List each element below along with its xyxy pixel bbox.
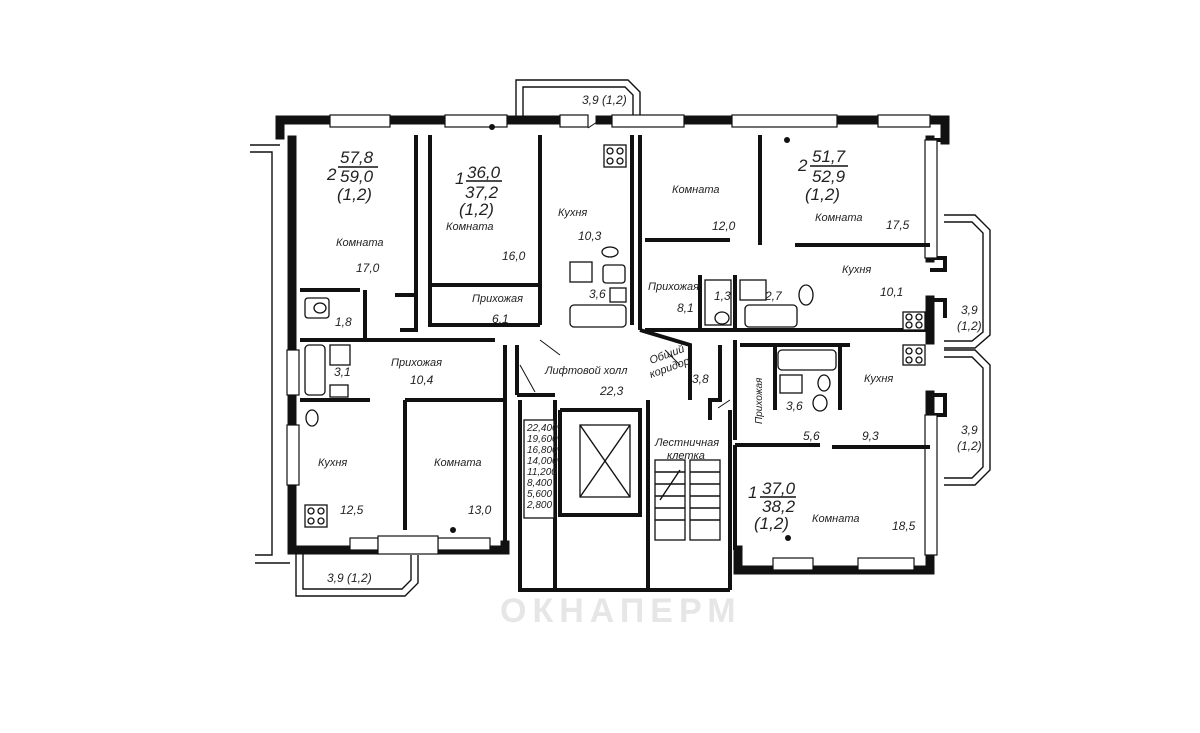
room-label: Кухня — [318, 457, 347, 469]
balcony-top-label: 3,9 (1,2) — [582, 93, 627, 107]
bathroom-area: 3,6 — [786, 399, 803, 413]
room-label: Прихожая — [754, 377, 765, 424]
lift-hall-label: Лифтовой холл — [544, 365, 627, 377]
apt3-rooms: 2 — [797, 156, 808, 175]
bathroom-area: 2,7 — [764, 289, 783, 303]
room-area: 5,6 — [803, 429, 820, 443]
apt1-area-total: 59,0 — [340, 167, 374, 186]
windows — [286, 114, 938, 571]
elevation-mark: 11,200 — [527, 467, 557, 478]
room-area: 10,1 — [880, 285, 903, 299]
stairs-label-2: клетка — [667, 450, 705, 462]
room-label: Комната — [336, 237, 383, 249]
room-label: Кухня — [558, 207, 587, 219]
apt4-balcony: (1,2) — [754, 514, 789, 533]
apt3-area-living: 51,7 — [812, 147, 846, 166]
doors — [519, 119, 731, 409]
apt4-area-living: 37,0 — [762, 479, 796, 498]
apt3-balcony: (1,2) — [805, 185, 840, 204]
balcony-right-upper — [944, 214, 991, 349]
apartment-3-label: 2 51,7 52,9 (1,2) — [797, 147, 848, 204]
elevation-mark: 22,400 — [526, 423, 558, 434]
bathroom-area: 3,6 — [589, 287, 606, 301]
room-label: Прихожая — [648, 281, 699, 293]
room-area: 17,5 — [886, 218, 910, 232]
outer-walls — [275, 115, 950, 575]
room-area: 6,1 — [492, 312, 509, 326]
apt1-balcony: (1,2) — [337, 185, 372, 204]
room-label: Комната — [815, 212, 862, 224]
room-area: 16,0 — [502, 249, 526, 263]
apt2-balcony: (1,2) — [459, 200, 494, 219]
balcony-top — [515, 79, 641, 118]
elevation-mark: 5,600 — [527, 489, 552, 500]
room-label: Прихожая — [472, 293, 523, 305]
bathroom-area: 3,1 — [334, 365, 351, 379]
balcony-right-upper-1: 3,9 — [961, 303, 978, 317]
balcony-right-lower — [944, 349, 991, 486]
elevation-mark: 14,000 — [527, 456, 558, 467]
elevation-mark: 2,800 — [526, 500, 552, 511]
balcony-labels: 3,9 (1,2) 3,9 (1,2) 3,9 (1,2) 3,9 (1,2) — [327, 93, 982, 585]
apartment-4-label: 1 37,0 38,2 (1,2) — [748, 479, 796, 533]
apt2-rooms: 1 — [455, 169, 464, 188]
balcony-right-lower-1: 3,9 — [961, 423, 978, 437]
apt4-area-total: 38,2 — [762, 497, 796, 516]
room-label: Комната — [446, 221, 493, 233]
interior-walls — [300, 135, 930, 592]
stairs-label-1: Лестничная — [654, 437, 719, 449]
bathroom-areas: 1,8 3,1 3,6 1,3 2,7 3,6 — [334, 287, 803, 413]
room-area: 12,5 — [340, 503, 364, 517]
apt2-area-total: 37,2 — [465, 183, 499, 202]
balcony-right-lower-2: (1,2) — [957, 439, 982, 453]
room-label: Кухня — [864, 373, 893, 385]
room-label: Комната — [812, 513, 859, 525]
bathroom-area: 1,3 — [714, 289, 731, 303]
elevation-mark: 16,800 — [527, 445, 558, 456]
riser-markers — [450, 124, 791, 541]
watermark: ОКНАПЕРМ — [500, 592, 742, 630]
elevation-mark: 8,400 — [527, 478, 552, 489]
balcony-right-upper-2: (1,2) — [957, 319, 982, 333]
room-area: 10,3 — [578, 229, 602, 243]
room-area: 10,4 — [410, 373, 434, 387]
room-area: 18,5 — [892, 519, 916, 533]
room-labels: Комната 17,0 Комната 16,0 Кухня 10,3 Ком… — [318, 184, 916, 533]
bathroom-area: 1,8 — [335, 315, 352, 329]
lift-shaft — [523, 419, 631, 519]
room-area: 8,1 — [677, 301, 694, 315]
room-area: 13,0 — [468, 503, 492, 517]
lift-hall-area: 22,3 — [599, 384, 624, 398]
room-area: 9,3 — [862, 429, 879, 443]
room-area: 12,0 — [712, 219, 736, 233]
apt1-rooms: 2 — [326, 165, 337, 184]
apt3-area-total: 52,9 — [812, 167, 846, 186]
room-label: Прихожая — [391, 357, 442, 369]
balcony-bottom — [295, 552, 419, 597]
apt1-area-living: 57,8 — [340, 148, 374, 167]
room-label: Кухня — [842, 264, 871, 276]
room-area: 17,0 — [356, 261, 380, 275]
elevation-mark: 19,600 — [527, 434, 558, 445]
room-label: Комната — [672, 184, 719, 196]
apt4-rooms: 1 — [748, 483, 757, 502]
room-label: Комната — [434, 457, 481, 469]
common-areas: Лифтовой холл 22,3 Общий коридор 3,8 Лес… — [544, 343, 719, 462]
apt2-area-living: 36,0 — [467, 163, 501, 182]
staircase — [654, 459, 721, 541]
corridor-area: 3,8 — [692, 372, 709, 386]
apartment-2-label: 1 36,0 37,2 (1,2) — [455, 163, 502, 219]
balcony-bottom-label: 3,9 (1,2) — [327, 571, 372, 585]
apartment-1-label: 2 57,8 59,0 (1,2) — [326, 148, 378, 204]
elevation-list: 22,400 19,600 16,800 14,000 11,200 8,400… — [526, 423, 558, 511]
fixtures — [304, 144, 926, 528]
adjacent-building-edge — [250, 144, 290, 564]
